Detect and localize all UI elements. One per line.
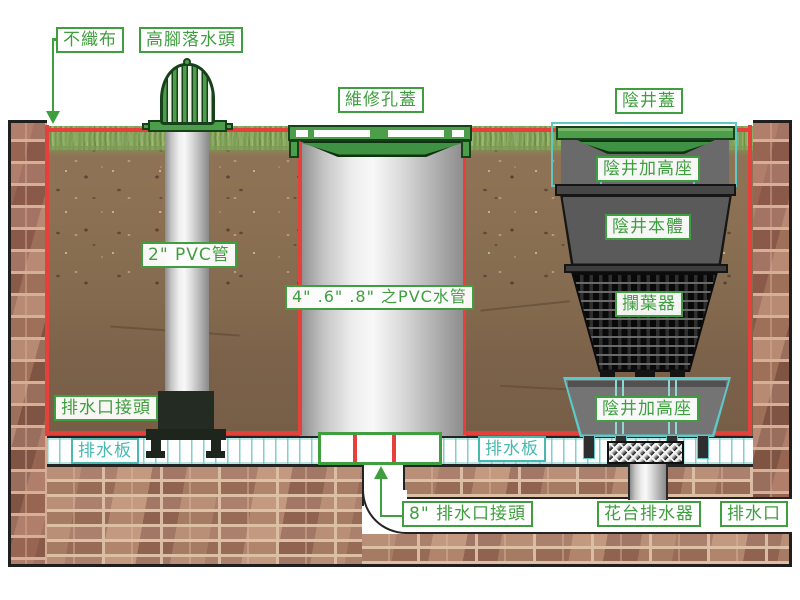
nonwoven-leader-line <box>51 38 58 41</box>
riser-leg <box>583 435 595 459</box>
maintenance-cover-plate <box>288 125 472 141</box>
label-pvc-pipe-468: 4" .6" .8" 之PVC水管 <box>285 285 474 310</box>
sump-cover-funnel <box>575 139 717 154</box>
brick-floor-mid <box>405 467 753 497</box>
label-drain-outlet-connector-8in: 8" 排水口接頭 <box>402 501 534 528</box>
cover-slot <box>314 130 370 137</box>
fabric-line-in-box <box>392 435 396 462</box>
outline-right-upper <box>789 120 792 497</box>
brick-wall-left <box>8 120 47 567</box>
outline-left <box>8 120 11 567</box>
label-sump-body: 陰井本體 <box>605 214 691 241</box>
maintenance-cover-leg-left <box>289 140 299 158</box>
connector8-arrow-up-icon <box>374 466 388 479</box>
dome-knob <box>183 58 191 66</box>
riser-leg <box>697 435 709 459</box>
outline-right-lower <box>789 534 792 567</box>
drain-connector-foot <box>151 440 161 453</box>
maintenance-cover-funnel <box>297 140 467 157</box>
label-elevated-drain-head: 高腳落水頭 <box>139 27 243 54</box>
label-sump-riser-lower: 陰井加高座 <box>595 396 699 423</box>
strainer-foot <box>600 370 615 380</box>
fabric-line-in-box <box>353 435 357 462</box>
label-sump-cover: 陰井蓋 <box>615 88 683 115</box>
mesh-filter <box>607 441 684 464</box>
label-drain-outlet: 排水口 <box>720 501 788 528</box>
label-nonwoven-fabric: 不織布 <box>56 27 124 54</box>
cover-slot <box>296 130 308 137</box>
label-pvc-pipe-2in: 2" PVC管 <box>141 242 237 269</box>
leaf-strainer-basket <box>571 272 718 372</box>
label-planter-drain: 花台排水器 <box>597 501 701 528</box>
label-drain-board-left: 排水板 <box>71 438 139 465</box>
brick-floor-left <box>47 467 362 567</box>
drain-connector-foot <box>211 440 221 453</box>
label-maintenance-hole-cover: 維修孔蓋 <box>338 87 424 114</box>
sump-cover-plate <box>556 126 735 140</box>
channel-elbow <box>362 490 407 534</box>
fabric-line-right <box>748 125 752 436</box>
outline-bottom <box>8 564 792 567</box>
dome-drain-head <box>160 63 215 125</box>
label-sump-riser-upper: 陰井加高座 <box>596 156 700 183</box>
drain-connector-body <box>158 391 214 432</box>
cover-slot <box>452 130 464 137</box>
cover-slot <box>388 130 444 137</box>
drain-connector-foot-base <box>206 451 225 458</box>
connector8-leader-line <box>379 514 403 517</box>
connector8-leader-line <box>379 478 382 517</box>
riser-lower-rim <box>568 381 726 387</box>
strainer-foot <box>670 370 685 380</box>
nonwoven-arrow-down-icon <box>46 111 60 124</box>
label-leaf-strainer: 攔葉器 <box>615 291 683 318</box>
brick-wall-right-upper <box>753 120 792 497</box>
planter-drain-pipe <box>628 462 668 500</box>
label-drain-outlet-connector: 排水口接頭 <box>54 395 158 422</box>
drain-connector-flange <box>146 429 226 440</box>
label-drain-board-right: 排水板 <box>478 436 546 463</box>
fabric-line-left <box>45 125 49 436</box>
nonwoven-leader-line <box>51 38 54 112</box>
connector-8in-box <box>318 432 442 465</box>
brick-floor-bottom <box>362 534 792 567</box>
drain-connector-foot-base <box>146 451 165 458</box>
strainer-foot <box>635 370 655 380</box>
maintenance-cover-leg-right <box>461 140 471 158</box>
outline-wall-top-left <box>8 120 47 123</box>
outline-wall-top-right <box>753 120 792 123</box>
